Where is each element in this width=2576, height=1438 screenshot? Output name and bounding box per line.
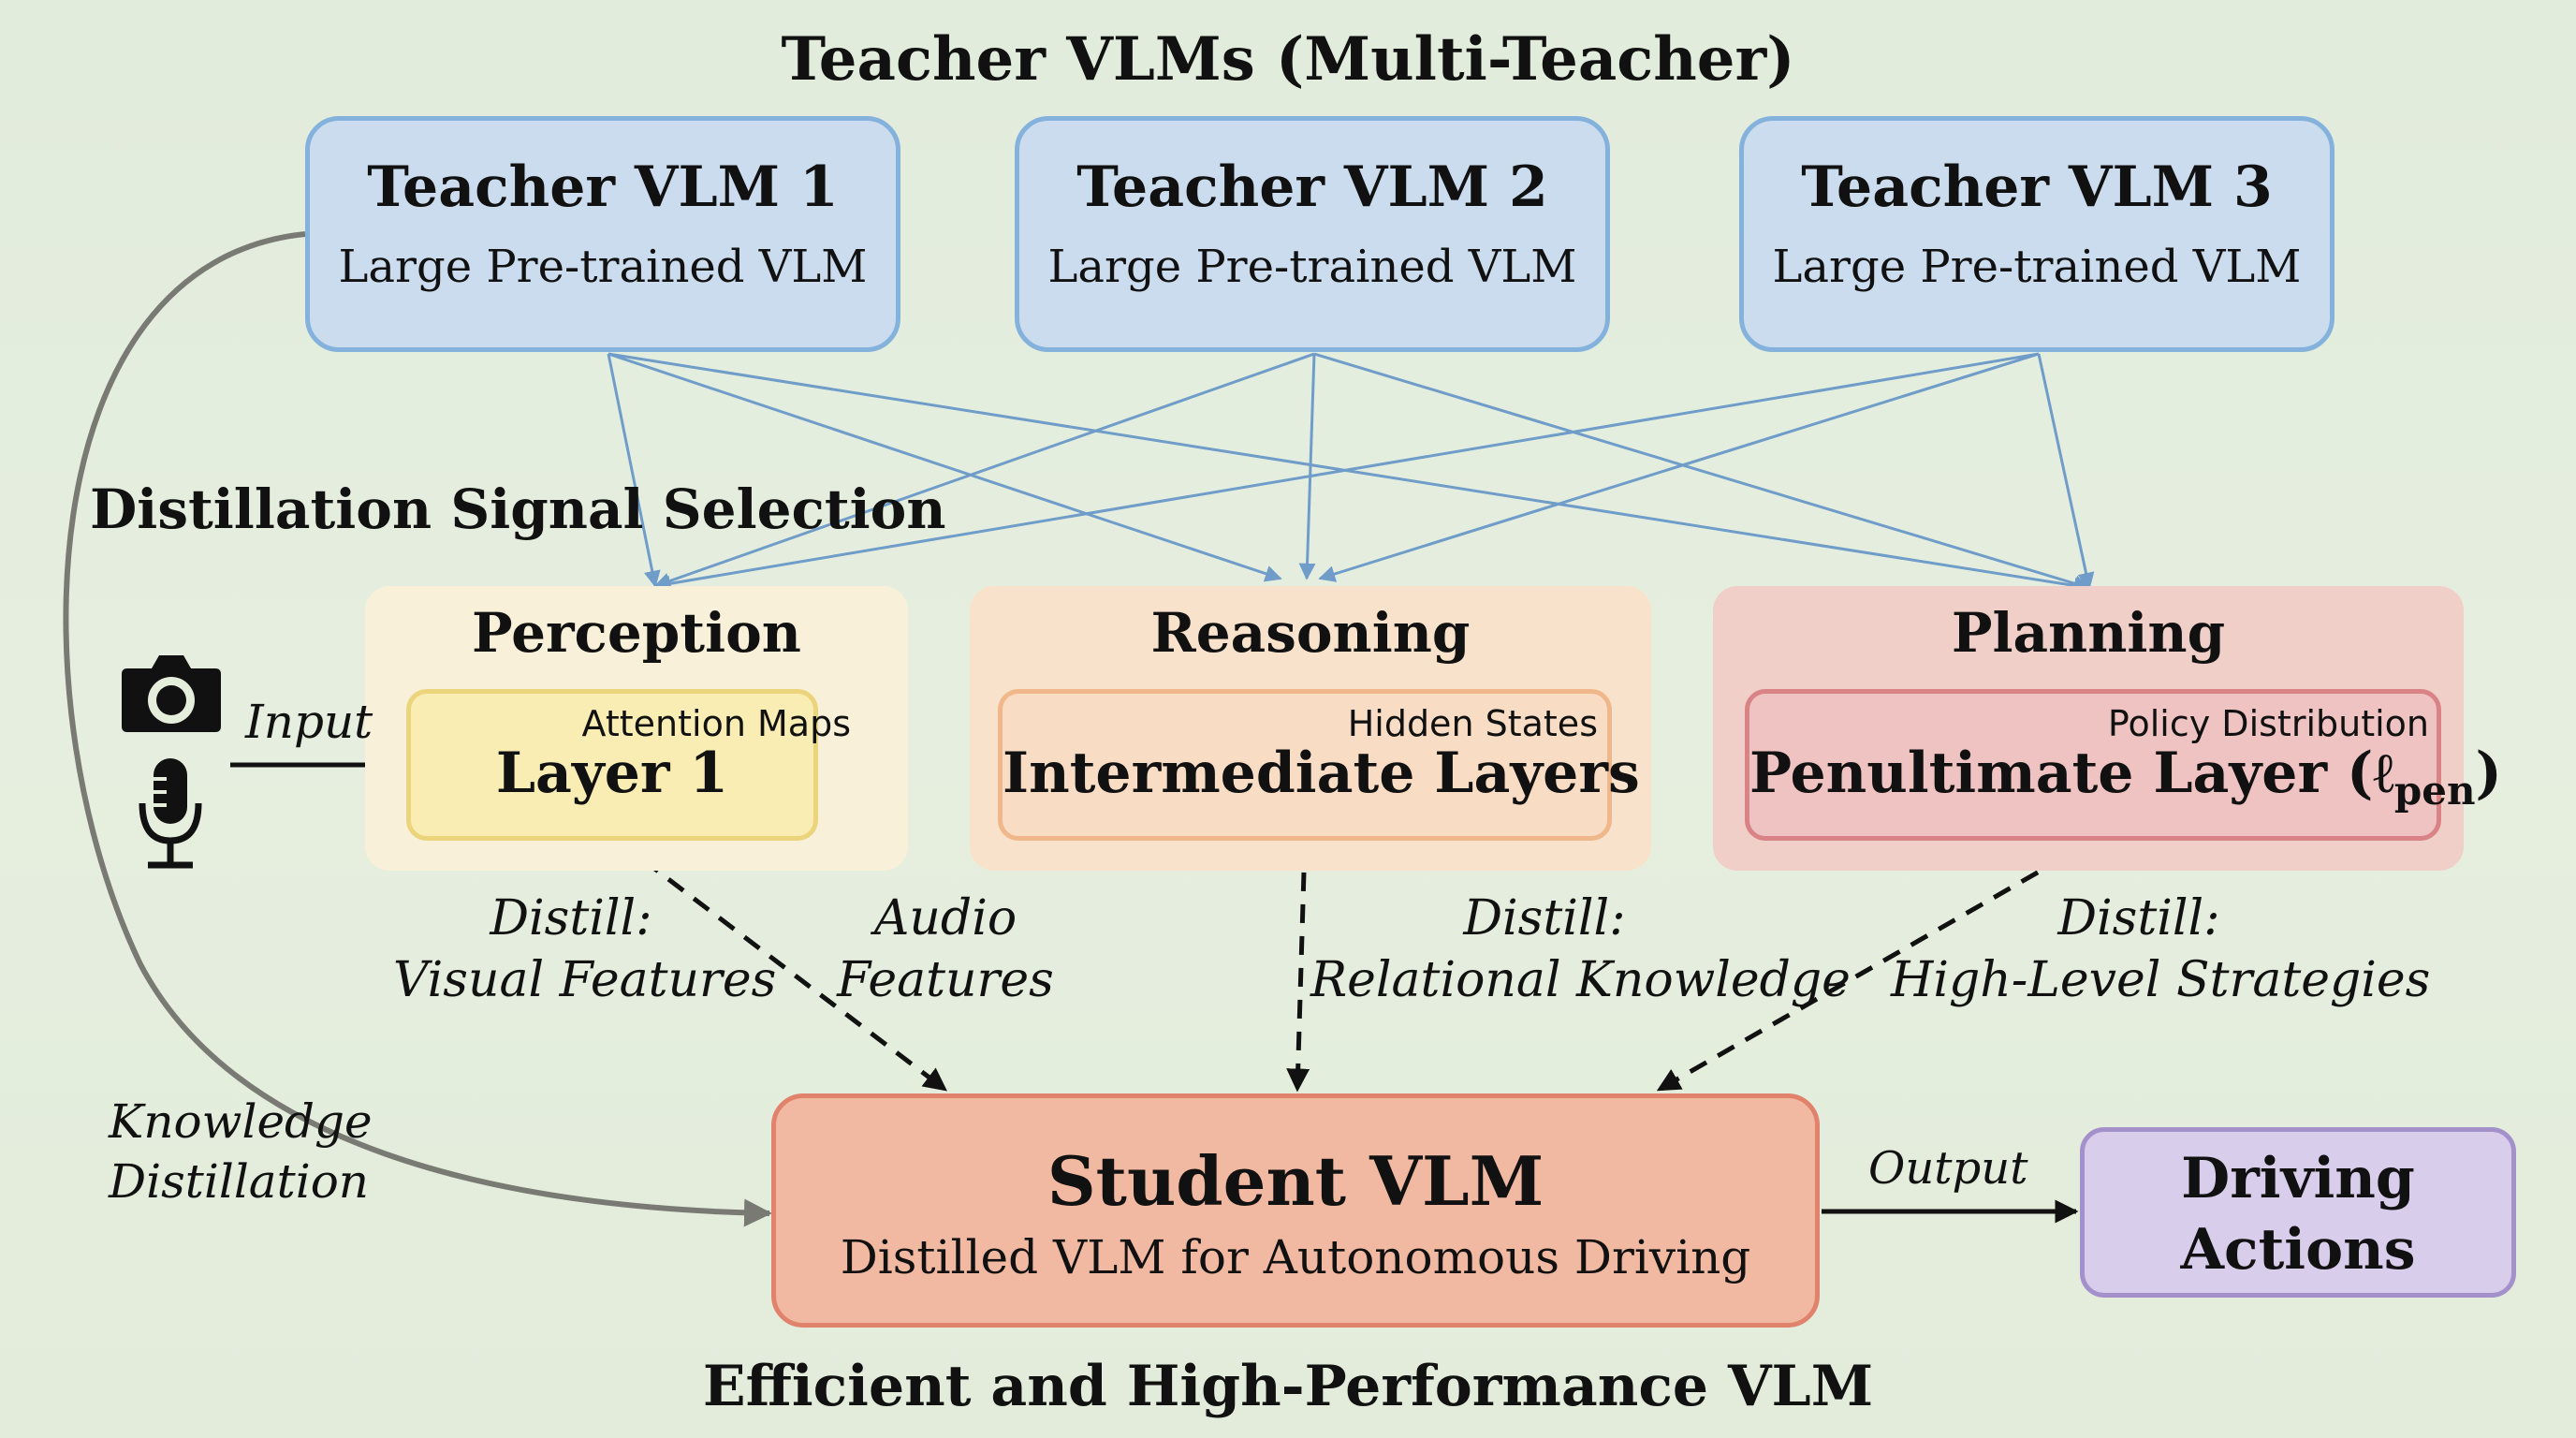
teacher-vlm-1-title: Teacher VLM 1 [367,154,839,220]
teacher-vlm-2-title: Teacher VLM 2 [1076,154,1548,220]
teacher-vlm-2-subtitle: Large Pre-trained VLM [1047,241,1577,293]
arrow-teacher1-reasoning [607,352,1282,582]
distill-visual-line1: Distill: [490,890,652,946]
planning-layer-close: ) [2475,741,2502,806]
selection-title: Distillation Signal Selection [90,477,946,541]
teacher-vlm-3-title: Teacher VLM 3 [1801,154,2273,220]
reasoning-signal: Hidden States [1347,703,1598,744]
student-subtitle: Distilled VLM for Autonomous Driving [840,1230,1751,1284]
knowledge-line1: Knowledge [109,1094,373,1149]
arrow-teacher3-perception [653,352,2040,593]
distill-relational-line2: Relational Knowledge [1310,952,1851,1008]
input-label: Input [245,695,373,749]
student-title: Student VLM [1046,1141,1544,1221]
teacher-vlm-3-subtitle: Large Pre-trained VLM [1772,241,2302,293]
teacher-vlm-3: Teacher VLM 3 Large Pre-trained VLM [1739,116,2334,352]
arrow-teacher2-perception [653,352,1315,590]
planning-title: Planning [1951,601,2226,665]
perception-layer-box: Attention Maps Layer 1 [406,689,851,841]
arrow-distill-planning [1656,838,2095,1093]
teacher-vlm-2: Teacher VLM 2 Large Pre-trained VLM [1015,116,1610,352]
teacher-vlm-1: Teacher VLM 1 Large Pre-trained VLM [305,116,900,352]
distill-audio-line1: Audio [873,890,1017,946]
driving-actions: Driving Actions [2080,1127,2516,1298]
teacher-vlm-1-subtitle: Large Pre-trained VLM [338,241,868,293]
arrow-distill-perception [616,839,947,1092]
reasoning-layer: Intermediate Layers [1003,741,1640,806]
distill-audio-label: Audio Features [824,888,1067,1011]
student-vlm: Student VLM Distilled VLM for Autonomous… [771,1093,1820,1328]
arrow-teacher3-planning [2037,353,2095,590]
knowledge-distillation-label: Knowledge Distillation [109,1092,373,1211]
arrow-teacher2-reasoning [1298,353,1316,580]
microphone-icon [139,758,202,869]
distill-strategies-line2: High-Level Strategies [1891,952,2431,1008]
arrow-teacher3-reasoning [1318,352,2040,582]
reasoning-layer-box: Hidden States Intermediate Layers [998,689,1640,841]
planning-layer-subscript: pen [2393,768,2476,814]
planning-layer-text: Penultimate Layer (ℓ [1749,741,2394,806]
knowledge-line2: Distillation [109,1154,370,1209]
distill-strategies-line1: Distill: [2057,890,2220,946]
perception-stage: Perception Attention Maps Layer 1 [365,586,908,871]
planning-signal: Policy Distribution [2107,703,2429,744]
distill-relational-line1: Distill: [1463,890,1626,946]
driving-actions-label: Driving Actions [2180,1146,2416,1283]
arrow-knowledge-distillation [63,231,772,1227]
footer-title: Efficient and High-Performance VLM [702,1354,1874,1419]
distill-visual-label: Distill: Visual Features [393,888,777,1011]
distill-strategies-label: Distill: High-Level Strategies [1891,888,2431,1011]
arrow-teacher1-perception [607,353,661,588]
reasoning-stage: Reasoning Hidden States Intermediate Lay… [970,586,1651,871]
perception-layer: Layer 1 [495,741,729,806]
header-title: Teacher VLMs (Multi-Teacher) [781,24,1795,95]
planning-layer: Penultimate Layer (ℓpen) [1749,741,2502,814]
arrow-teacher2-planning [1313,352,2091,592]
perception-title: Perception [472,601,801,665]
planning-layer-box: Policy Distribution Penultimate Layer (ℓ… [1745,689,2502,841]
arrow-distill-reasoning [1286,840,1310,1093]
camera-icon [122,655,221,732]
distill-relational-label: Distill: Relational Knowledge [1310,888,1851,1011]
perception-signal: Attention Maps [581,703,851,744]
planning-stage: Planning Policy Distribution Penultimate… [1713,586,2502,871]
distill-audio-line2: Features [837,952,1054,1008]
reasoning-title: Reasoning [1150,601,1471,665]
distill-visual-line2: Visual Features [393,952,777,1008]
output-label: Output [1868,1142,2028,1195]
